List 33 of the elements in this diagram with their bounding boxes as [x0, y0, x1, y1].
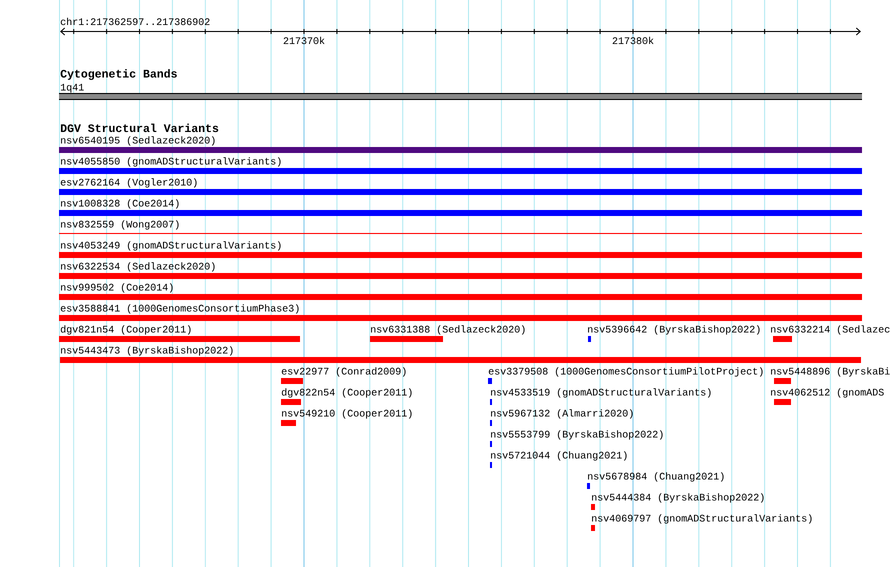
- variant-label: dgv822n54 (Cooper2011): [282, 388, 412, 398]
- track-heading: DGV Structural Variants: [60, 124, 218, 132]
- variant-label: nsv5443473 (ByrskaBishop2022): [61, 346, 233, 356]
- variant-label: nsv5444384 (ByrskaBishop2022): [592, 493, 764, 503]
- tick-label: 217380k: [612, 36, 654, 44]
- track-heading: Cytogenetic Bands: [60, 69, 177, 80]
- variant-label: nsv6332214 (Sedlazec: [771, 325, 890, 335]
- variant-label: nsv5721044 (Chuang2021): [491, 451, 627, 461]
- variant-label: nsv5448896 (ByrskaBi: [771, 367, 890, 377]
- variant-label: esv3588841 (1000GenomesConsortiumPhase3): [60, 304, 299, 314]
- variant-label: esv2762164 (Vogler2010): [60, 178, 197, 188]
- variant-label: nsv1008328 (Coe2014): [61, 199, 179, 209]
- variant-label: nsv5678984 (Chuang2021): [588, 472, 724, 482]
- variant-label: nsv4062512 (gnomADS: [771, 388, 884, 398]
- variant-label: nsv5967132 (Almarri2020): [491, 409, 633, 419]
- variant-label: nsv6322534 (Sedlazeck2020): [61, 262, 215, 272]
- variant-label: nsv5396642 (ByrskaBishop2022): [588, 325, 760, 335]
- variant-label: esv22977 (Conrad2009): [282, 367, 406, 377]
- variant-label: nsv832559 (Wong2007): [61, 220, 179, 230]
- variant-label: nsv549210 (Cooper2011): [282, 409, 412, 419]
- variant-label: nsv6331388 (Sedlazeck2020): [371, 325, 525, 335]
- variant-label: nsv4533519 (gnomADStructuralVariants): [491, 388, 711, 398]
- variant-label: nsv6540195 (Sedlazeck2020): [61, 136, 215, 146]
- region-label: chr1:217362597..217386902: [60, 18, 210, 26]
- tick-label: 217370k: [284, 36, 324, 44]
- variant-label: dgv821n54 (Cooper2011): [60, 325, 191, 335]
- variant-label: esv3379508 (1000GenomesConsortiumPilotProject): [488, 367, 763, 377]
- band-label: 1q41: [60, 84, 84, 93]
- variant-label: nsv999502 (Coe2014): [61, 283, 173, 293]
- variant-label: nsv5553799 (ByrskaBishop2022): [491, 430, 663, 440]
- variant-label: nsv4069797 (gnomADStructuralVariants): [592, 514, 812, 524]
- variant-label: nsv4055850 (gnomADStructuralVariants): [61, 157, 281, 167]
- variant-label: nsv4053249 (gnomADStructuralVariants): [61, 241, 281, 251]
